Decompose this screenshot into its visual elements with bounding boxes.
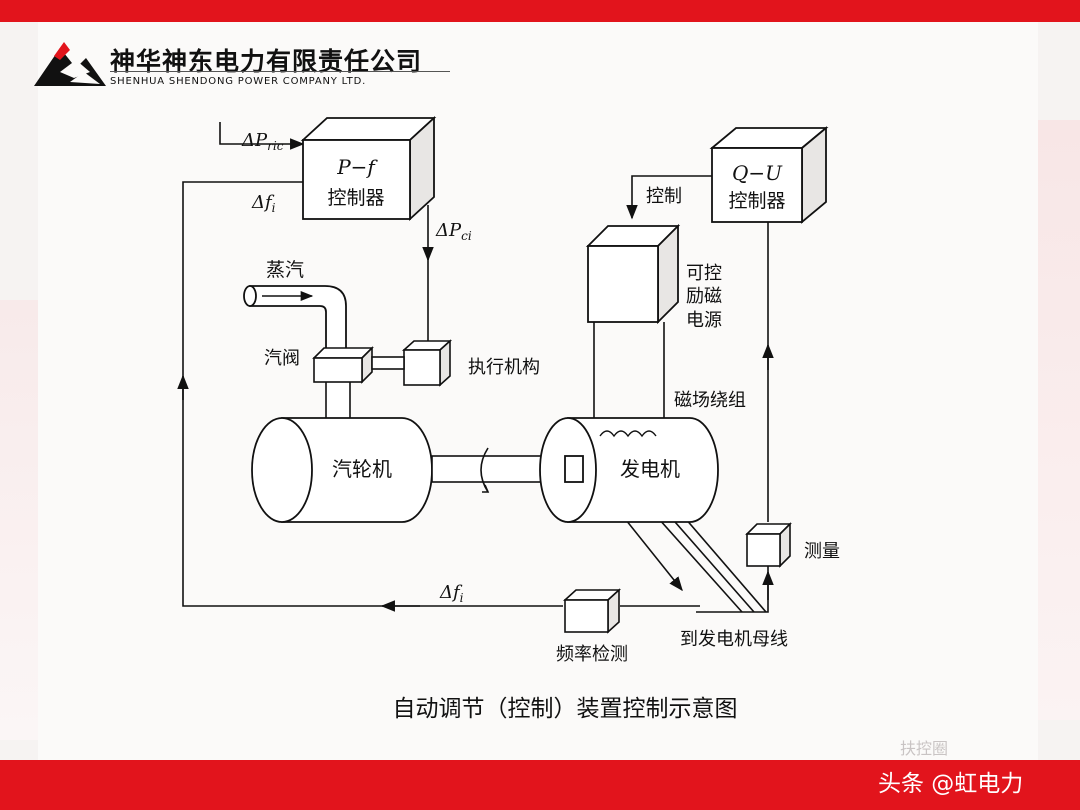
actuator-box (401, 339, 453, 387)
pf-controller-sub: 控制器 (327, 187, 384, 209)
field-winding-label: 磁场绕组 (674, 390, 746, 411)
turbine-cylinder (251, 417, 433, 523)
qu-controller-title: Q−U (732, 161, 783, 185)
valve-label: 汽阀 (264, 348, 300, 369)
pf-controller-title: P−f (336, 155, 378, 179)
control-label: 控制 (646, 186, 682, 207)
background-decoration-right (1038, 120, 1080, 720)
company-logo: 神华神东电力有限责任公司 SHENHUA SHENDONG POWER COMP… (30, 38, 450, 94)
bus-direction-arrow (625, 519, 683, 592)
freq-detect-label: 频率检测 (556, 644, 628, 665)
actuator-label: 执行机构 (468, 357, 540, 378)
qu-controller-sub: 控制器 (728, 190, 785, 212)
freq-detect-box (562, 588, 622, 634)
to-bus-label: 到发电机母线 (680, 629, 788, 650)
diagram-caption: 自动调节（控制）装置控制示意图 (393, 696, 738, 722)
company-name-en: SHENHUA SHENDONG POWER COMPANY LTD. (110, 76, 367, 87)
logo-divider (110, 71, 450, 72)
steam-label: 蒸汽 (266, 259, 304, 281)
steam-pipe (243, 285, 347, 353)
measure-label: 测量 (804, 541, 840, 562)
delta-f-i-input-label: Δfi (251, 192, 276, 215)
turbine-label: 汽轮机 (332, 457, 392, 481)
exciter-label-2: 励磁 (686, 286, 722, 307)
control-arrow (626, 175, 712, 220)
field-winding-coil-front (599, 430, 657, 438)
exciter-label-3: 电源 (686, 310, 722, 331)
delta-p-ci-label: ΔPci (435, 220, 472, 243)
generator-cylinder (539, 417, 719, 523)
steam-valve (312, 346, 405, 421)
bottom-red-bar (0, 760, 1080, 810)
exciter-label-1: 可控 (686, 263, 722, 284)
pf-controller-box (300, 115, 437, 222)
delta-f-i-bottom-label: Δfi (439, 582, 464, 605)
delta-p-ric-label: ΔPric (241, 130, 284, 153)
background-decoration-left (0, 300, 38, 740)
watermark-text: 扶控圈 (900, 739, 949, 758)
qu-controller-box (709, 126, 829, 224)
slide-content-area (38, 22, 1038, 760)
footer-brand: 头条 @虹电力 (878, 771, 1024, 797)
measure-box (745, 522, 792, 568)
top-red-bar (0, 0, 1080, 22)
exciter-box (585, 223, 681, 325)
diagram-labels: ΔPric Δfi P−f 控制器 ΔPci Q−U 控制器 控制 可控 励磁 … (241, 130, 840, 722)
mountain-logo-icon (34, 42, 106, 86)
frequency-feedback-line (182, 181, 563, 607)
generator-label: 发电机 (620, 457, 680, 481)
delta-p-ric-arrow (219, 122, 305, 150)
